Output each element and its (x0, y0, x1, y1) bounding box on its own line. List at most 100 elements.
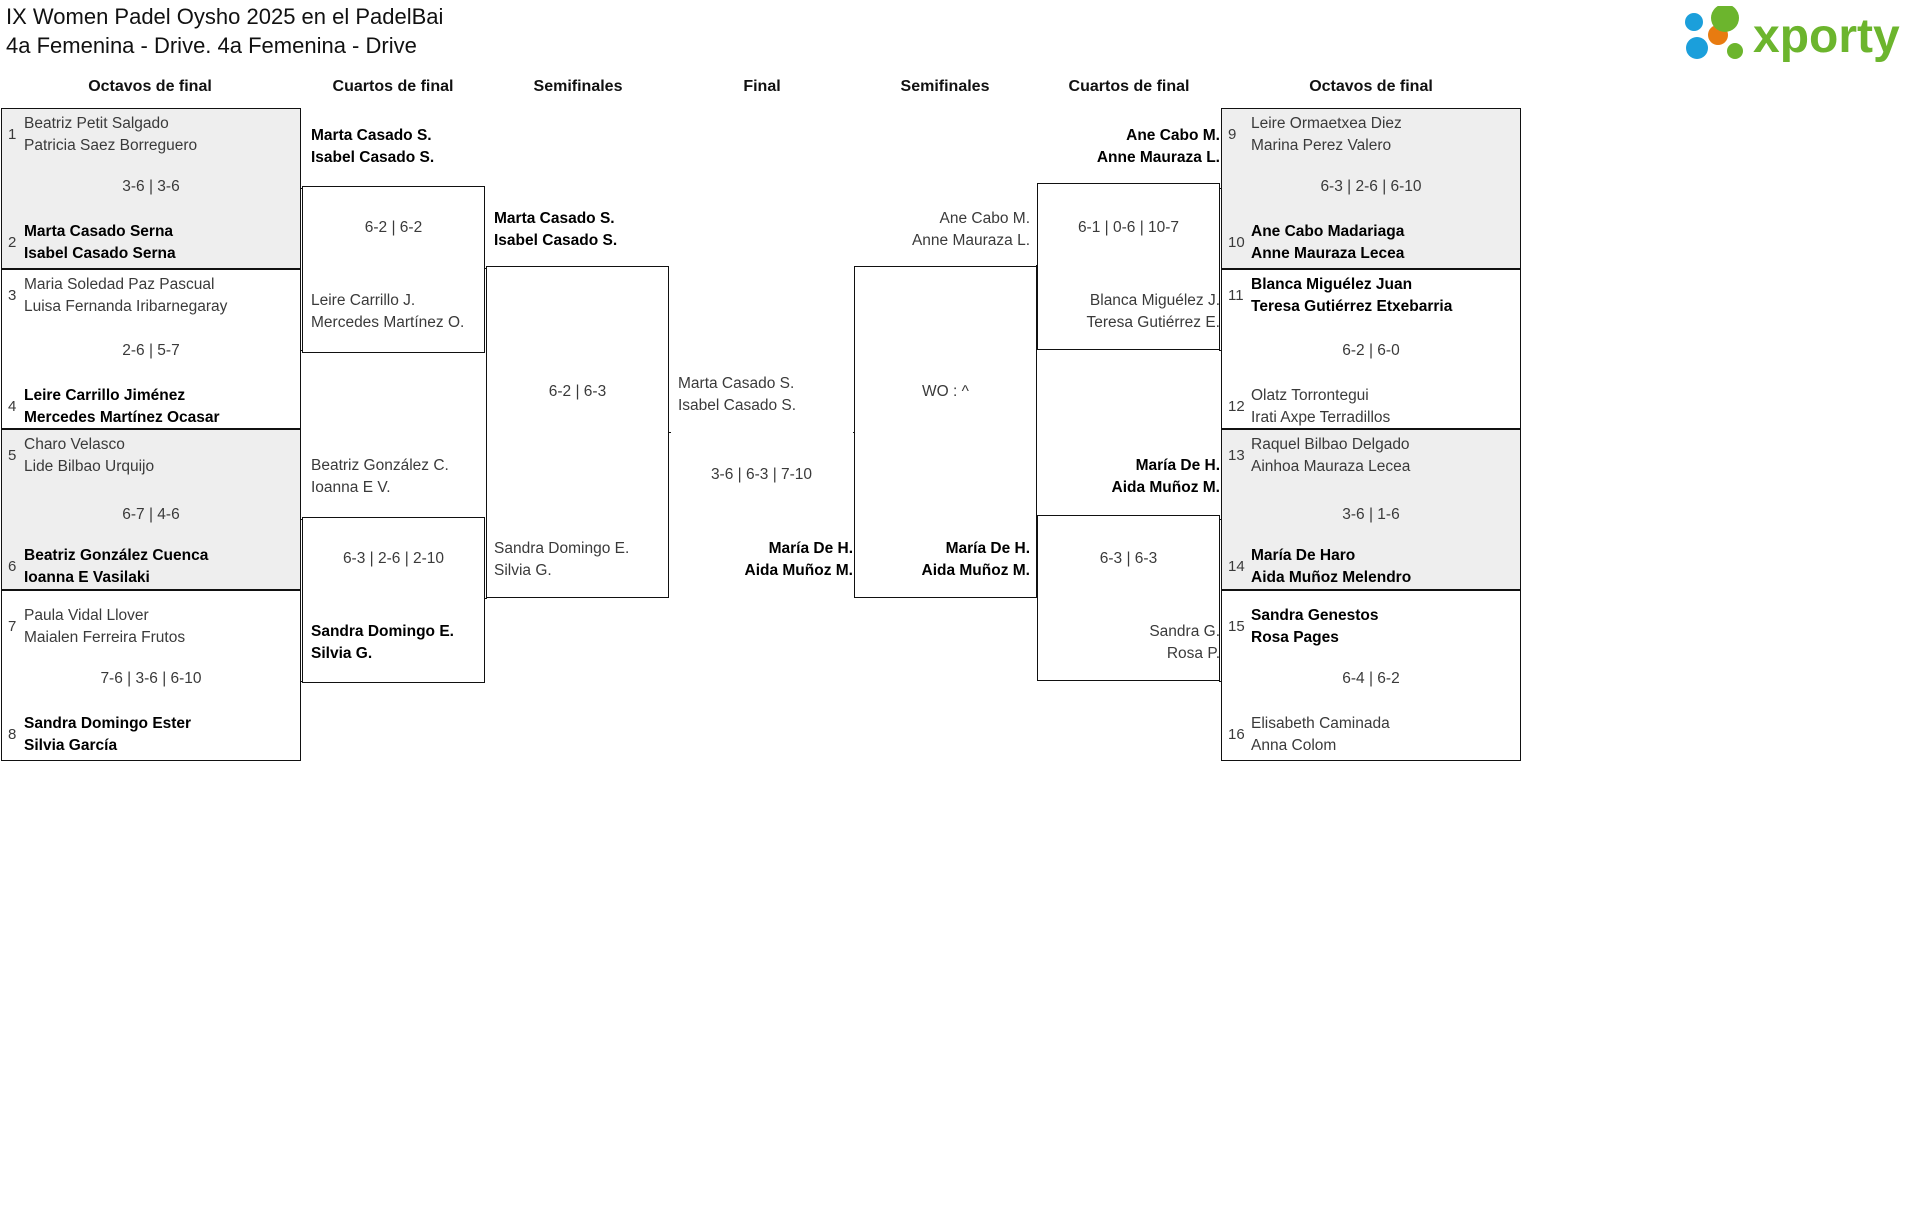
svg-text:xporty: xporty (1753, 10, 1900, 62)
seed-7: 7 (8, 618, 17, 635)
score-left-r16-1: 3-6 | 3-6 (122, 178, 180, 195)
team-left-qf-1-bottom: Leire Carrillo J. Mercedes Martínez O. (311, 292, 465, 331)
team-right-r16-3-bottom: María De Haro Aida Muñoz Melendro (1251, 547, 1412, 586)
xporty-logo: xporty (1673, 6, 1908, 62)
connector-left-qf-1 (485, 268, 487, 269)
score-right-r16-2: 6-2 | 6-0 (1342, 342, 1400, 359)
round-header-qf-right: Cuartos de final (1068, 78, 1190, 95)
team-left-r16-3-top: Charo Velasco Lide Bilbao Urquijo (24, 436, 155, 475)
xporty-logo-icon: xporty (1685, 6, 1900, 62)
match-box-left-r16-4[interactable] (1, 590, 301, 761)
match-box-right-qf-1[interactable] (1037, 183, 1220, 350)
connector-right-r16-1 (1219, 188, 1221, 189)
score-left-r16-3: 6-7 | 4-6 (122, 506, 180, 523)
team-left-r16-1-bottom: Marta Casado Serna Isabel Casado Serna (24, 223, 176, 262)
match-box-left-r16-1[interactable] (1, 108, 301, 269)
match-box-left-qf-2[interactable] (302, 517, 485, 683)
team-right-r16-1-bottom: Ane Cabo Madariaga Anne Mauraza Lecea (1251, 223, 1405, 262)
match-box-right-qf-2[interactable] (1037, 515, 1220, 681)
round-header-r16-left: Octavos de final (88, 78, 212, 95)
seed-14: 14 (1228, 558, 1245, 575)
match-box-left-r16-3[interactable] (1, 429, 301, 590)
score-left-r16-4: 7-6 | 3-6 | 6-10 (100, 670, 202, 687)
team-right-qf-1-top: Ane Cabo M. Anne Mauraza L. (1096, 127, 1220, 166)
connector-right-qf-1 (1036, 265, 1038, 266)
match-box-right-r16-1[interactable] (1221, 108, 1521, 269)
score-left-qf-2: 6-3 | 2-6 | 2-10 (342, 550, 445, 567)
match-box-right-r16-4[interactable] (1221, 590, 1521, 761)
seed-16: 16 (1228, 726, 1245, 743)
match-box-left-sf-1[interactable] (486, 266, 669, 598)
seed-1: 1 (8, 126, 17, 143)
score-right-r16-1: 6-3 | 2-6 | 6-10 (1320, 178, 1422, 195)
match-box-right-r16-3[interactable] (1221, 429, 1521, 590)
team-left-r16-3-bottom: Beatriz González Cuenca Ioanna E Vasilak… (24, 547, 209, 586)
connector-left-r16-3 (301, 519, 303, 520)
round-header-final: Final (743, 78, 781, 95)
team-left-qf-1-top: Marta Casado S. Isabel Casado S. (311, 127, 435, 166)
seed-6: 6 (8, 558, 17, 575)
team-right-r16-2-top: Blanca Miguélez Juan Teresa Gutiérrez Et… (1251, 276, 1453, 315)
tournament-title: IX Women Padel Oysho 2025 en el PadelBai (6, 4, 444, 29)
connector-left-r16-4 (301, 681, 303, 682)
connector-right-r16-2 (1219, 350, 1221, 351)
score-left-r16-2: 2-6 | 5-7 (122, 342, 180, 359)
page-title: IX Women Padel Oysho 2025 en el PadelBai… (6, 2, 443, 60)
team-right-qf-1-bottom: Blanca Miguélez J. Teresa Gutiérrez E. (1086, 292, 1220, 331)
team-left-r16-4-top: Paula Vidal Llover Maialen Ferreira Frut… (24, 607, 186, 646)
score-right-r16-3: 3-6 | 1-6 (1342, 506, 1400, 523)
match-box-right-r16-2[interactable] (1221, 269, 1521, 429)
team-left-r16-2-bottom: Leire Carrillo Jiménez Mercedes Martínez… (24, 387, 220, 426)
seed-12: 12 (1228, 398, 1245, 415)
team-right-qf-2-bottom: Sandra G. Rosa P. (1149, 623, 1220, 662)
team-right-sf-1-top: Ane Cabo M. Anne Mauraza L. (911, 210, 1030, 249)
team-left-qf-2-top: Beatriz González C. Ioanna E V. (311, 457, 449, 496)
team-final-bottom: María De H. Aida Muñoz M. (744, 540, 854, 579)
score-right-qf-2: 6-3 | 6-3 (1099, 550, 1158, 567)
seed-9: 9 (1228, 126, 1237, 143)
round-header-sf-left: Semifinales (533, 78, 623, 95)
match-box-left-qf-1[interactable] (302, 186, 485, 353)
team-final-top: Marta Casado S. Isabel Casado S. (678, 375, 797, 414)
team-left-r16-2-top: Maria Soledad Paz Pascual Luisa Fernanda… (24, 276, 228, 315)
connector-left-r16-2 (301, 350, 303, 351)
team-left-r16-1-top: Beatriz Petit Salgado Patricia Saez Borr… (24, 115, 198, 154)
team-right-r16-4-bottom: Elisabeth Caminada Anna Colom (1251, 715, 1390, 754)
connector-right-r16-4 (1219, 681, 1221, 682)
score-right-r16-4: 6-4 | 6-2 (1342, 670, 1400, 687)
connector-right-qf-2 (1036, 597, 1038, 598)
round-header-qf-left: Cuartos de final (332, 78, 454, 95)
team-left-r16-4-bottom: Sandra Domingo Ester Silvia García (24, 715, 192, 754)
team-left-qf-2-bottom: Sandra Domingo E. Silvia G. (311, 623, 454, 662)
score-right-sf-1: WO : ^ (922, 383, 969, 400)
connector-right-sf (853, 432, 855, 433)
connector-left-sf (669, 432, 671, 433)
score-left-sf-1: 6-2 | 6-3 (548, 383, 607, 400)
match-box-left-r16-2[interactable] (1, 269, 301, 429)
connector-left-qf-2 (485, 598, 487, 599)
team-left-sf-1-top: Marta Casado S. Isabel Casado S. (494, 210, 618, 249)
score-left-qf-1: 6-2 | 6-2 (364, 219, 423, 236)
seed-10: 10 (1228, 234, 1245, 251)
connector-right-r16-3 (1219, 519, 1221, 520)
score-right-qf-1: 6-1 | 0-6 | 10-7 (1077, 219, 1180, 236)
seed-15: 15 (1228, 618, 1245, 635)
team-right-r16-3-top: Raquel Bilbao Delgado Ainhoa Mauraza Lec… (1251, 436, 1411, 475)
seed-11: 11 (1228, 287, 1244, 304)
team-right-qf-2-top: María De H. Aida Muñoz M. (1111, 457, 1221, 496)
team-right-sf-1-bottom: María De H. Aida Muñoz M. (921, 540, 1031, 579)
team-right-r16-2-bottom: Olatz Torrontegui Irati Axpe Terradillos (1251, 387, 1391, 426)
seed-2: 2 (8, 234, 17, 251)
seed-13: 13 (1228, 447, 1245, 464)
category-title: 4a Femenina - Drive. 4a Femenina - Drive (6, 33, 417, 58)
seed-4: 4 (8, 398, 17, 415)
team-right-r16-1-top: Leire Ormaetxea Diez Marina Perez Valero (1251, 115, 1402, 154)
connector-left-r16-1 (301, 188, 303, 189)
seed-3: 3 (8, 287, 17, 304)
team-left-sf-1-bottom: Sandra Domingo E. Silvia G. (494, 540, 630, 579)
round-header-r16-right: Octavos de final (1309, 78, 1433, 95)
seed-8: 8 (8, 726, 17, 743)
seed-5: 5 (8, 447, 17, 464)
team-right-r16-4-top: Sandra Genestos Rosa Pages (1251, 607, 1379, 646)
score-final: 3-6 | 6-3 | 7-10 (710, 466, 813, 483)
